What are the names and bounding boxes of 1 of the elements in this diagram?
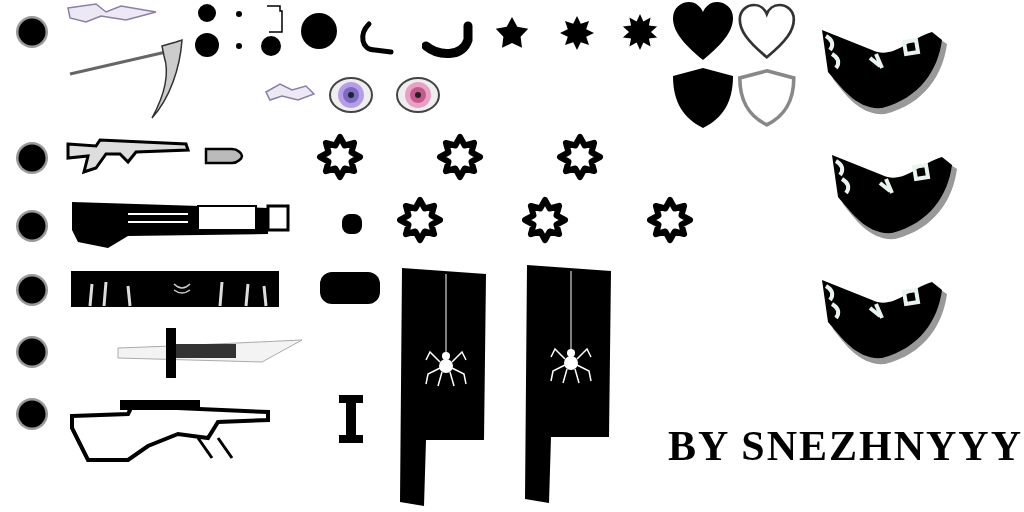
signature-text: BY SNEZHNYYY bbox=[668, 422, 1023, 471]
